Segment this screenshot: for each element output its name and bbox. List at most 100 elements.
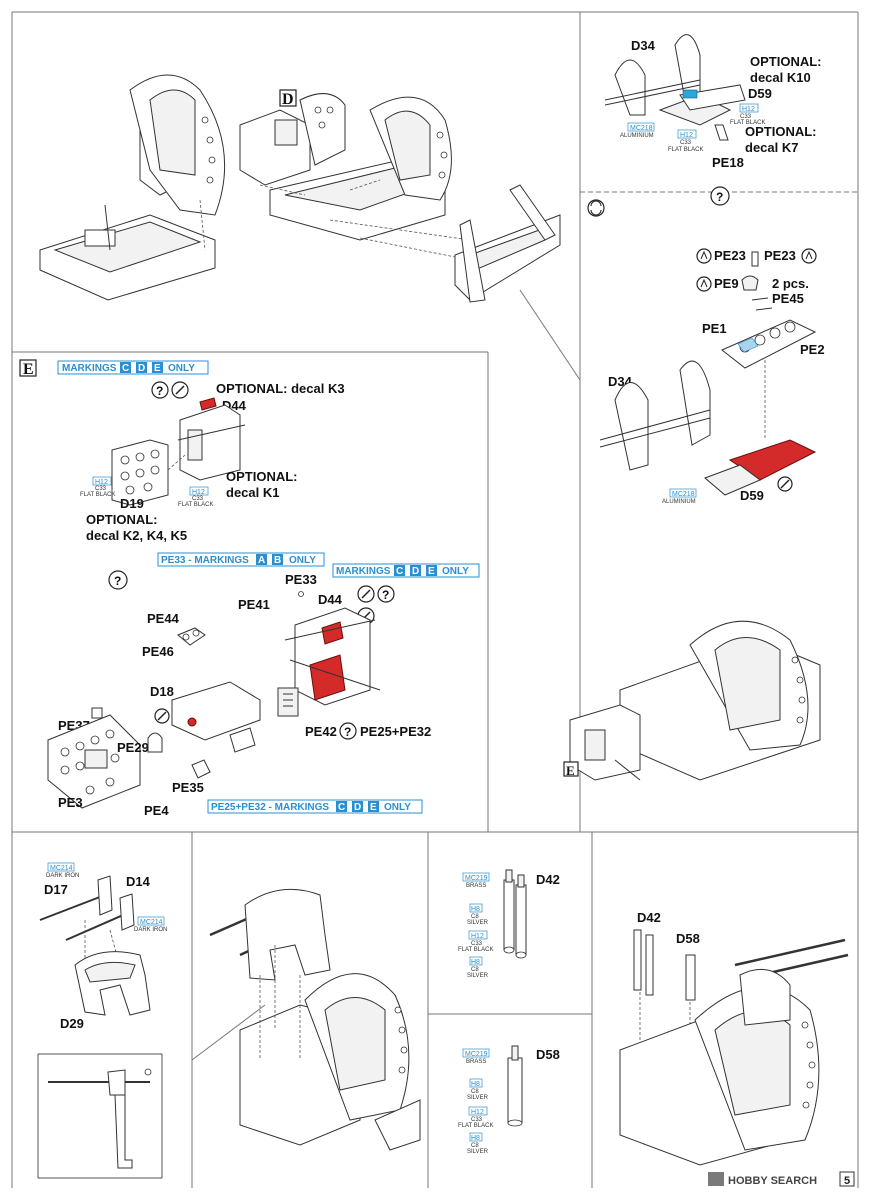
part-d29 [74, 951, 151, 1016]
part-d17-gun [39, 875, 113, 921]
label-bottom-c33_a: C33 [471, 941, 483, 947]
question-icon: ? [339, 722, 357, 740]
label-step_e-pe35: PE35 [172, 780, 204, 795]
glue-icon [154, 708, 170, 724]
label-step_d-detail_top-paint_flat_black: FLAT BLACK [730, 120, 765, 126]
label-step_e-d19: D19 [120, 496, 144, 511]
label-step_e-letter: E [23, 361, 34, 378]
label-step_d-detail_top-paint_flat_black: FLAT BLACK [668, 147, 703, 153]
label-step_d-detail_top-paint_c33: C33 [740, 114, 752, 120]
final-assembly [619, 929, 849, 1166]
step-e-assembled-view: E [563, 620, 821, 781]
label-bottom-mc214_a: MC214 [50, 865, 73, 872]
label-step_e-pe42: PE42 [305, 724, 337, 739]
label-page-watermark: HOBBY SEARCH [728, 1175, 817, 1187]
label-bottom-h8_b: H8 [471, 959, 480, 966]
label-step_d-detail_bottom-paint_mc218: MC218 [672, 491, 695, 498]
label-page-number: 5 [844, 1175, 850, 1187]
footer-watermark: HOBBY SEARCH [708, 1172, 817, 1187]
page-number: 5 [839, 1171, 855, 1187]
label-step_d-detail_bottom-pcs: 2 pcs. [772, 276, 809, 291]
label-bottom-c8_a: C8 [471, 914, 479, 920]
label-bottom-h8_d: H8 [471, 1135, 480, 1142]
label-step_e-pe25_markings-letters-0: C [338, 802, 345, 813]
label-step_e-paint_h12: H12 [192, 489, 205, 496]
label-step_e-pe25_markings-letters-2: E [370, 802, 377, 813]
bend-icon [696, 248, 712, 264]
label-step_e-d18: D18 [150, 684, 174, 699]
label-bottom-d42_final: D42 [637, 910, 661, 925]
label-bottom-d29: D29 [60, 1016, 84, 1031]
label-step_d-letter: D [282, 91, 294, 108]
bend-icon [696, 276, 712, 292]
label-bottom-c8_d: C8 [471, 1143, 479, 1149]
label-step_e-pe25_markings-prefix: PE25+PE32 - MARKINGS [211, 802, 329, 813]
label-bottom-silver_b: SILVER [467, 973, 489, 979]
detail-d59-top: D34 OPTIONAL: decal K10 D59 OPTIONAL: de… [604, 34, 822, 170]
label-step_e-optional_k1: OPTIONAL: [226, 469, 298, 484]
label-step_e-markings_top-letters-1: D [138, 363, 145, 374]
bend-icon [801, 248, 817, 264]
panel-frames [11, 11, 859, 1188]
step-d-main-assembly [239, 93, 471, 261]
label-bottom-d58_final: D58 [676, 931, 700, 946]
label-step_e-pe33_markings-letters-1: B [274, 555, 281, 566]
label-step_d-detail_bottom-paint_aluminium: ALUMINIUM [662, 499, 696, 505]
part-pe41 [277, 687, 299, 717]
label-step_e-pe25_markings-letters-1: D [354, 802, 361, 813]
glue-icon [171, 381, 189, 399]
svg-text:?: ? [344, 725, 351, 739]
label-step_e-markings_top-prefix: MARKINGS [62, 363, 117, 374]
label-step_d-detail_top-decal_k10: decal K10 [750, 70, 811, 85]
label-step_e-decal_k1: decal K1 [226, 485, 279, 500]
part-pe3-pe4 [47, 707, 141, 809]
label-bottom-flat_black_a: FLAT BLACK [458, 947, 493, 953]
label-step_e-markings_top-letters-0: C [122, 363, 129, 374]
label-step_e-markings_mid-letters-2: E [428, 566, 435, 577]
part-d19 [111, 439, 186, 506]
label-bottom-d42_label: D42 [536, 872, 560, 887]
label-step_e-paint_c33: C33 [192, 496, 204, 502]
label-bottom-c8_c: C8 [471, 1089, 479, 1095]
label-bottom-mc219_b: MC219 [465, 1051, 488, 1058]
label-step_e-pe33: PE33 [285, 572, 317, 587]
markings-badge-top: MARKINGS C D E ONLY [57, 360, 209, 375]
label-bottom-silver_a: SILVER [467, 920, 489, 926]
label-bottom-c8_b: C8 [471, 967, 479, 973]
question-icon: ? [108, 570, 128, 590]
rotate-icon [587, 199, 605, 217]
label-step_e-paint_flat_black: FLAT BLACK [80, 492, 115, 498]
label-step_d-detail_top-part_d34: D34 [631, 38, 656, 53]
label-step_e-optional_k2: OPTIONAL: [86, 512, 158, 527]
label-step_e-pe41: PE41 [238, 597, 270, 612]
label-bottom-h12_b: H12 [471, 1109, 484, 1116]
label-step_d-detail_top-paint_h12: H12 [680, 132, 693, 139]
svg-text:?: ? [716, 190, 723, 204]
label-bottom-d14: D14 [126, 874, 151, 889]
detail-d59-pe: PE23 PE23 PE9 2 pcs. PE45 PE1 PE2 D34 [599, 248, 825, 505]
label-step_d-detail_bottom-pe23_left: PE23 [714, 248, 746, 263]
label-bottom-d17: D17 [44, 882, 68, 897]
inset-detail-box [37, 1053, 163, 1179]
label-step_d-detail_top-part_pe18: PE18 [712, 155, 744, 170]
label-step_e-pe46: PE46 [142, 644, 174, 659]
label-step_d-detail_bottom-pe45: PE45 [772, 291, 804, 306]
label-bottom-brass_a: BRASS [466, 883, 486, 889]
svg-text:?: ? [114, 574, 121, 588]
label-bottom-c33_b: C33 [471, 1117, 483, 1123]
label-step_d-detail_bottom-d59: D59 [740, 488, 764, 503]
label-bottom-mc214_b: MC214 [140, 919, 163, 926]
question-icon: ? [710, 186, 730, 206]
label-step_e-pe25_markings-suffix: ONLY [384, 802, 411, 813]
label-step_e-markings_mid-letters-1: D [412, 566, 419, 577]
label-step_e-pe33_markings-suffix: ONLY [289, 555, 316, 566]
step-e-label: E [19, 359, 37, 378]
step-d-label: D [279, 89, 297, 108]
part-d44-top [177, 397, 246, 481]
part-d44-mid [284, 607, 381, 706]
label-step_d-detail_top-decal_k7: decal K7 [745, 140, 798, 155]
label-step_e-markings_mid-suffix: ONLY [442, 566, 469, 577]
part-pe44 [177, 627, 206, 646]
label-step_e-pe33_markings-prefix: PE33 - MARKINGS [161, 555, 249, 566]
